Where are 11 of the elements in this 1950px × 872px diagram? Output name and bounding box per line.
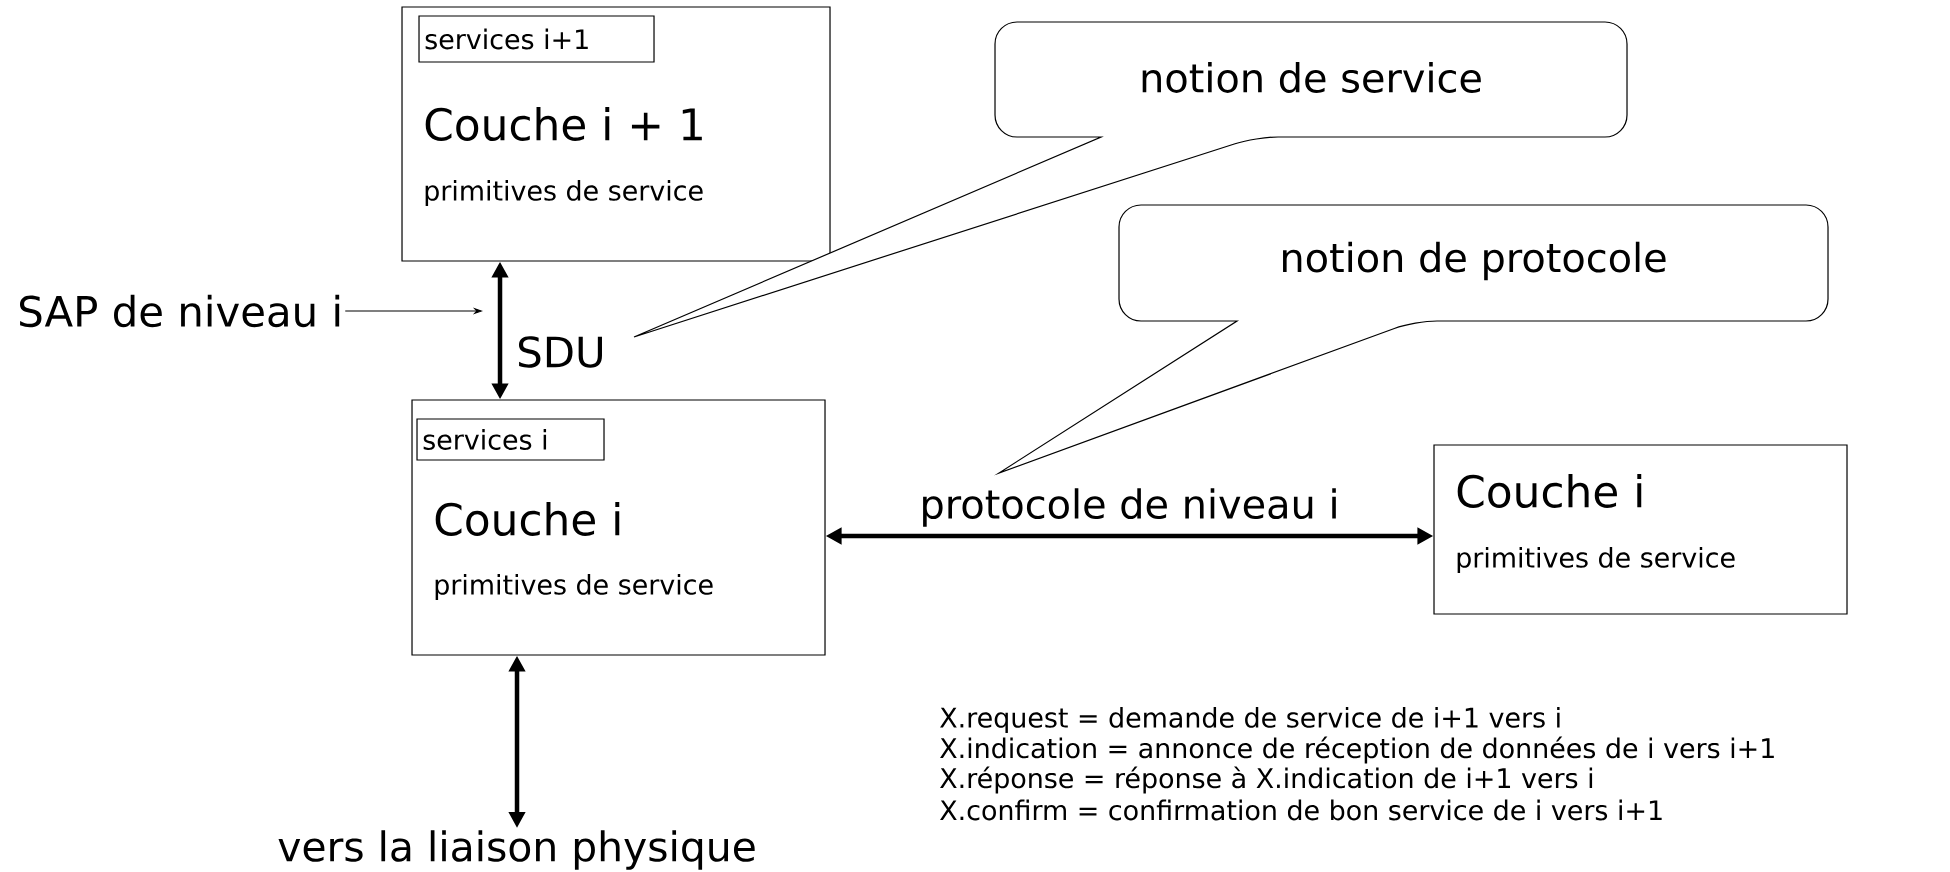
service-label-box: services i+1 [418,15,655,63]
service-label-box: services i [416,418,605,461]
layer-box: Couche i primitives de service [1433,444,1848,615]
label-text: SAP de niveau i [20,294,340,328]
edge-label: protocole de niveau i [918,487,1341,528]
note-text: X.réponse = réponse à X.indication de i+1 vers i [940,766,1593,794]
note-text: X.indication = annonce de réception de données de i vers i+1 [940,736,1774,764]
note-text: X.request = demande de service de i+1 vers i [940,707,1560,733]
label-text: vers la liaison physique [278,830,755,870]
note-text: X.confirm = confirmation de bon service de i vers i+1 [940,799,1662,821]
label-text: SDU [519,336,602,368]
